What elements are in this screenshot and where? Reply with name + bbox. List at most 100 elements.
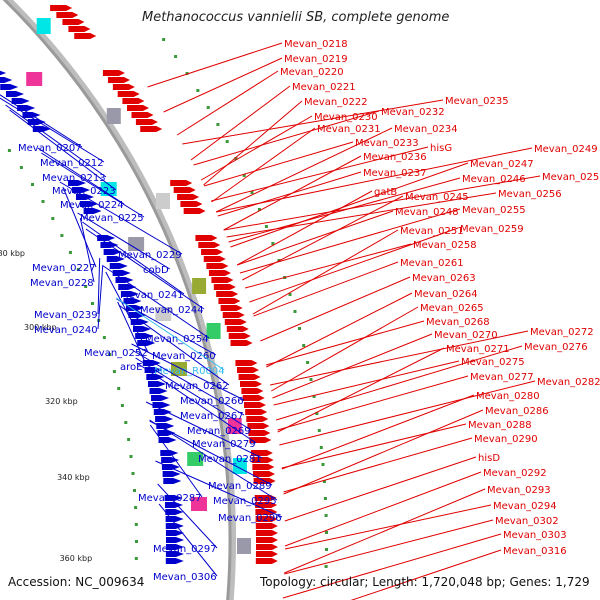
leader-line xyxy=(200,115,313,181)
forward-feature-arrow xyxy=(56,12,79,18)
forward-feature-arrow xyxy=(241,388,264,394)
right-gene-label: Mevan_0259 xyxy=(460,224,524,235)
right-gene-label: hisG xyxy=(430,143,452,154)
backbone-arc-shadow xyxy=(4,0,237,600)
reverse-feature-arrow xyxy=(157,430,176,436)
forward-feature-arrow xyxy=(183,208,206,214)
left-gene-label: Mevan_0260 xyxy=(152,351,216,362)
leader-line xyxy=(236,190,373,266)
leader-line xyxy=(273,360,460,406)
forward-feature-arrow xyxy=(213,284,236,290)
reverse-feature-arrow xyxy=(11,98,30,104)
forward-feature-arrow xyxy=(228,333,251,339)
forward-feature-arrow xyxy=(255,544,278,550)
forward-feature-arrow xyxy=(74,33,97,39)
leader-line xyxy=(253,261,399,317)
scale-tick-outer xyxy=(319,446,323,449)
reverse-feature-arrow xyxy=(158,437,177,443)
forward-feature-arrow xyxy=(237,367,260,373)
forward-feature-arrow xyxy=(255,516,278,522)
reverse-feature-arrow xyxy=(106,256,125,262)
forward-feature-arrow xyxy=(140,126,163,132)
left-gene-label: Mevan_R0004 xyxy=(154,366,225,377)
right-gene-label: Mevan_0220 xyxy=(280,67,344,78)
reverse-feature-arrow xyxy=(151,395,170,401)
feature-block xyxy=(106,108,121,124)
reverse-feature-arrow xyxy=(165,516,184,522)
reverse-feature-arrow xyxy=(163,478,182,484)
right-gene-label: Mevan_0265 xyxy=(420,303,484,314)
left-gene-label: Mevan_0225 xyxy=(80,213,144,224)
leader-line xyxy=(77,212,171,270)
forward-feature-arrow xyxy=(243,402,266,408)
scale-tick-inner xyxy=(131,472,135,475)
leader-line xyxy=(203,100,303,186)
reverse-feature-arrow xyxy=(17,105,36,111)
scale-tick-inner xyxy=(134,523,138,526)
scale-tick-outer xyxy=(206,106,210,109)
leader-line xyxy=(283,437,473,493)
scale-tick-outer xyxy=(312,395,316,398)
leader-line xyxy=(115,297,225,371)
reverse-feature-arrow xyxy=(165,537,184,543)
forward-feature-arrow xyxy=(195,235,218,241)
right-gene-label: Mevan_0316 xyxy=(503,546,567,557)
left-gene-label: Mevan_0213 xyxy=(42,173,106,184)
reverse-feature-arrow xyxy=(0,70,7,76)
scale-tick-inner xyxy=(117,387,121,390)
leader-line xyxy=(158,503,218,577)
reverse-feature-arrow xyxy=(135,333,154,339)
scale-tick-outer xyxy=(321,463,325,466)
right-gene-label: Mevan_0247 xyxy=(470,159,534,170)
right-gene-label: Mevan_0263 xyxy=(412,273,476,284)
leader-line xyxy=(163,57,283,113)
scale-tick-inner xyxy=(41,200,45,203)
right-gene-label: Mevan_0275 xyxy=(461,357,525,368)
forward-feature-arrow xyxy=(107,77,130,83)
scale-tick-outer xyxy=(242,174,246,177)
leader-line xyxy=(182,99,444,145)
forward-feature-arrow xyxy=(50,5,73,11)
forward-feature-arrow xyxy=(226,326,249,332)
leader-line xyxy=(284,519,494,575)
feature-block xyxy=(26,72,43,86)
feature-block xyxy=(192,278,207,294)
leader-line xyxy=(230,162,469,248)
forward-feature-arrow xyxy=(122,98,145,104)
left-gene-label: Mevan_0227 xyxy=(32,263,96,274)
leader-line xyxy=(216,147,533,213)
leader-line xyxy=(131,343,245,401)
right-gene-label: Mevan_0233 xyxy=(355,138,419,149)
forward-feature-arrow xyxy=(62,19,85,25)
left-gene-label: Mevan_0269 xyxy=(187,426,251,437)
reverse-feature-arrow xyxy=(160,450,179,456)
left-gene-label: Mevan_0228 xyxy=(30,278,94,289)
forward-feature-arrow xyxy=(216,291,239,297)
scale-tick-inner xyxy=(60,234,64,237)
right-gene-label: Mevan_0280 xyxy=(476,391,540,402)
reverse-feature-arrow xyxy=(153,409,172,415)
forward-feature-arrow xyxy=(239,381,262,387)
leader-line xyxy=(266,292,413,368)
scale-tick-outer xyxy=(302,344,306,347)
leader-line xyxy=(237,210,394,266)
leader-line xyxy=(226,192,497,238)
leader-line xyxy=(116,298,217,356)
scale-label: 320 kbp xyxy=(45,397,78,406)
forward-feature-arrow xyxy=(255,558,278,564)
leader-line xyxy=(82,221,185,295)
scale-label: 360 kbp xyxy=(60,554,93,563)
right-gene-label: Mevan_0221 xyxy=(292,82,356,93)
leader-line xyxy=(281,394,475,470)
reverse-feature-arrow xyxy=(162,471,181,477)
right-gene-label: Mevan_0302 xyxy=(495,516,559,527)
right-gene-label: Mevan_0270 xyxy=(434,330,498,341)
backbone-arc xyxy=(2,0,232,600)
leader-line xyxy=(203,141,354,187)
forward-feature-arrow xyxy=(208,270,231,276)
right-gene-label: Mevan_0232 xyxy=(381,107,445,118)
leader-line xyxy=(215,127,393,213)
forward-feature-arrow xyxy=(127,105,150,111)
reverse-feature-arrow xyxy=(0,77,13,83)
reverse-feature-arrow xyxy=(155,416,174,422)
